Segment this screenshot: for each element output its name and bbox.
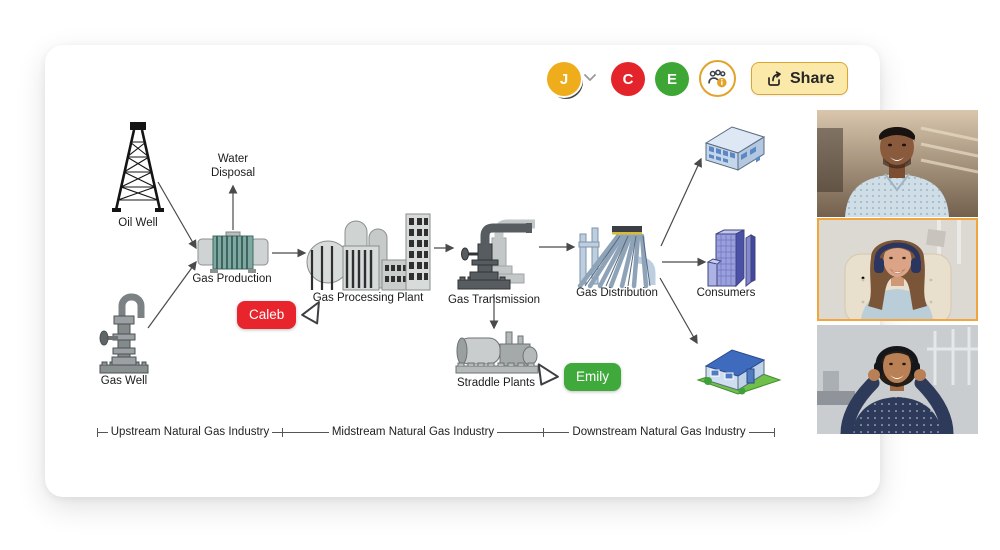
- participant-portrait: [817, 325, 978, 434]
- separator-vessel-icon: [197, 231, 269, 273]
- wellhead-icon: [99, 293, 149, 374]
- cursor-arrow-icon: [301, 301, 321, 325]
- node-straddle-plants[interactable]: Straddle Plants: [455, 331, 539, 389]
- avatar-current-user[interactable]: J: [547, 62, 581, 96]
- segment-label: Downstream Natural Gas Industry: [572, 426, 746, 438]
- segment-downstream: Downstream Natural Gas Industry: [544, 425, 775, 439]
- node-commercial-building[interactable]: [704, 126, 766, 171]
- avatar-collaborator-c[interactable]: C: [611, 62, 645, 96]
- node-gas-transmission[interactable]: Gas Transmission: [448, 219, 540, 306]
- commercial-building-icon: [704, 126, 766, 171]
- node-label: Gas Transmission: [448, 294, 540, 306]
- pipeline-bundle-icon: [577, 226, 656, 289]
- node-label: Gas Processing Plant: [313, 292, 424, 304]
- transmission-valve-icon: [457, 219, 535, 290]
- share-button[interactable]: Share: [751, 62, 849, 95]
- video-participant-top[interactable]: [817, 110, 978, 217]
- node-label-line1: Water: [218, 153, 248, 165]
- node-label: Gas Production: [192, 273, 271, 285]
- node-label: Consumers: [697, 287, 756, 299]
- members-info-icon: [708, 69, 727, 88]
- share-export-icon: [768, 70, 781, 86]
- segment-label: Upstream Natural Gas Industry: [110, 426, 270, 438]
- node-oil-well[interactable]: Oil Well: [112, 122, 164, 229]
- segment-tick: [282, 427, 283, 437]
- cursor-name-pill: Emily: [564, 363, 621, 391]
- segment-label: Midstream Natural Gas Industry: [331, 426, 495, 438]
- segment-tick: [543, 427, 544, 437]
- processing-plant-icon: [306, 213, 431, 291]
- node-label: Oil Well: [118, 217, 157, 229]
- industry-segments: Upstream Natural Gas Industry Midstream …: [97, 425, 776, 439]
- office-towers-icon: [706, 229, 756, 288]
- node-water-disposal[interactable]: Water Disposal: [211, 153, 255, 179]
- node-label: Straddle Plants: [457, 377, 535, 389]
- node-label: Gas Distribution: [576, 287, 658, 299]
- cursor-name-pill: Caleb: [237, 301, 297, 329]
- segment-upstream: Upstream Natural Gas Industry: [98, 425, 283, 439]
- node-consumers[interactable]: Consumers: [697, 229, 756, 299]
- node-gas-processing-plant[interactable]: Gas Processing Plant: [306, 213, 431, 304]
- collaborator-cursor-caleb: Caleb: [237, 301, 322, 329]
- node-residential-house[interactable]: [696, 349, 782, 395]
- segment-midstream: Midstream Natural Gas Industry: [283, 425, 543, 439]
- node-gas-distribution[interactable]: Gas Distribution: [576, 226, 658, 299]
- gas-industry-flowchart: Oil Well Gas Well Water Disposal: [99, 122, 782, 395]
- node-gas-well[interactable]: Gas Well: [99, 293, 149, 387]
- house-icon: [696, 349, 782, 395]
- avatar-initial: C: [622, 70, 634, 88]
- avatar-initial: E: [666, 70, 677, 88]
- participant-portrait: [817, 110, 978, 217]
- participant-portrait: [819, 220, 976, 319]
- video-participant-middle-active[interactable]: [817, 218, 978, 321]
- chevron-down-icon[interactable]: [584, 74, 596, 82]
- video-participant-bottom[interactable]: [817, 325, 978, 434]
- collaborator-cursor-emily: Emily: [536, 363, 621, 391]
- members-info-button[interactable]: [699, 60, 736, 97]
- node-label: Gas Well: [101, 375, 147, 387]
- node-label-line2: Disposal: [211, 167, 255, 179]
- segment-tick: [774, 427, 775, 437]
- node-gas-production[interactable]: Gas Production: [192, 231, 272, 285]
- flow-connectors: [147, 157, 707, 345]
- segment-tick: [97, 427, 98, 437]
- share-button-label: Share: [790, 69, 835, 87]
- avatar-collaborator-e[interactable]: E: [655, 62, 689, 96]
- oil-derrick-icon: [112, 122, 164, 212]
- compressor-skid-icon: [455, 331, 539, 374]
- cursor-arrow-icon: [537, 363, 559, 386]
- avatar-initial: J: [559, 70, 569, 88]
